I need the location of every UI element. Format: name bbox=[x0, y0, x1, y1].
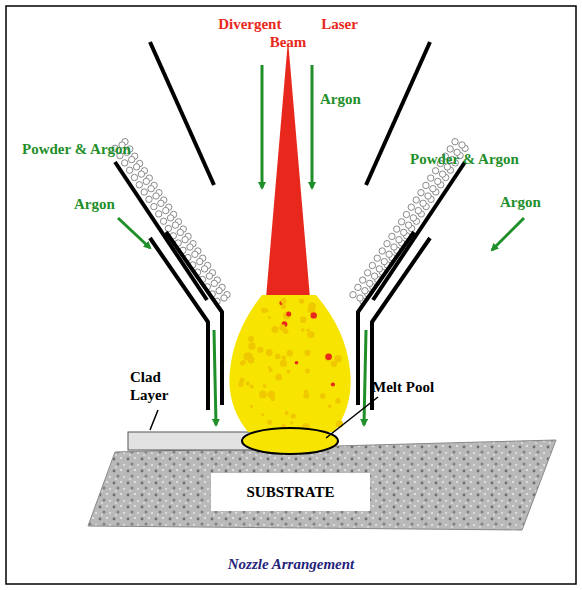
substrate-slab bbox=[88, 440, 556, 530]
clad-layer bbox=[128, 432, 258, 450]
feed-label: Powder & Argon bbox=[410, 150, 519, 168]
leader-line bbox=[326, 397, 378, 438]
gas-label: Argon bbox=[320, 90, 361, 108]
beam-label: Divergent Laser Beam bbox=[218, 15, 358, 51]
melt-pool bbox=[242, 428, 338, 454]
argon-arrows bbox=[118, 65, 524, 425]
leader-line bbox=[150, 410, 158, 430]
substrate-box: SUBSTRATE bbox=[211, 473, 370, 511]
feed-label: Powder & Argon bbox=[22, 140, 131, 158]
gas-label: Argon bbox=[500, 193, 541, 211]
node-text: SUBSTRATE bbox=[246, 483, 334, 501]
part-label: Clad Layer bbox=[130, 368, 180, 404]
caption: Nozzle Arrangement bbox=[0, 555, 582, 573]
frame bbox=[6, 6, 576, 584]
part-label: Melt Pool bbox=[372, 378, 434, 396]
gas-label: Argon bbox=[74, 195, 115, 213]
powder-spray bbox=[229, 295, 350, 432]
spray-particles bbox=[238, 298, 343, 430]
